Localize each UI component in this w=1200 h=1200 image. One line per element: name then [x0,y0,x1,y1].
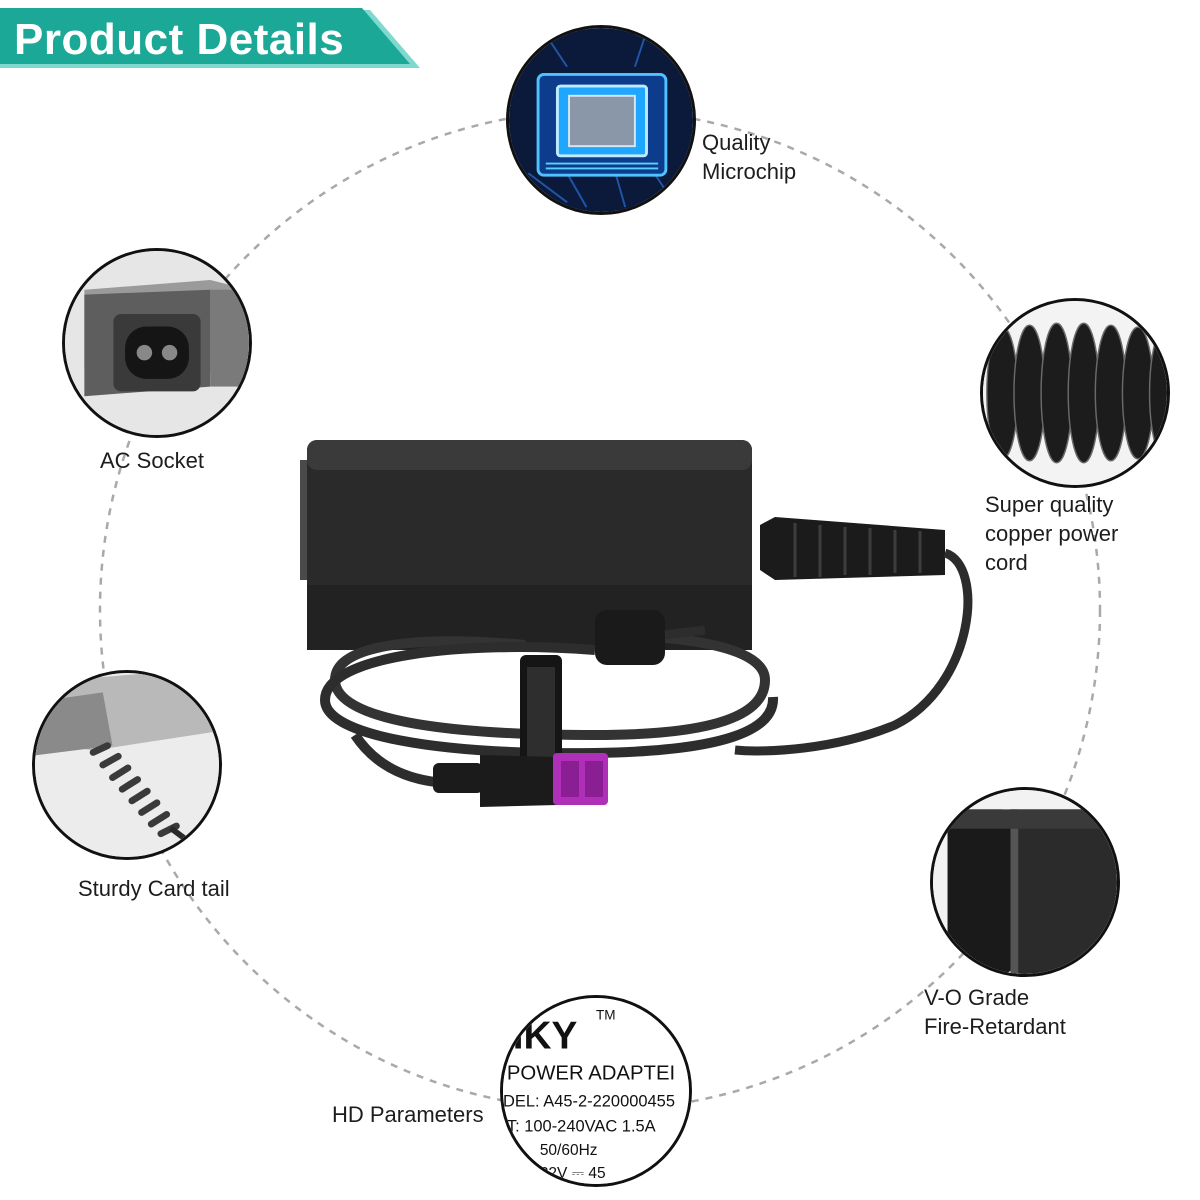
hd-line-2: DEL: A45-2-220000455 [503,1093,675,1111]
copper-cord-label-line-1: Super quality [985,492,1114,517]
microchip-circle [506,25,696,215]
hd-line-1: POWER ADAPTEI [507,1062,675,1084]
hd-line-3: T: 100-240VAC 1.5A [507,1118,656,1136]
microchip-label-line-2: Microchip [702,159,797,184]
hd-parameters-circle: IKY TM POWER ADAPTEI DEL: A45-2-22000045… [500,995,692,1187]
copper-cord-label: Super quality copper power cord [985,490,1118,577]
chip-icon [509,28,693,212]
cord-tail-label-line-1: Sturdy Card tail [78,876,230,901]
label-closeup-icon: IKY TM POWER ADAPTEI DEL: A45-2-22000045… [503,998,689,1184]
cord-tail-circle [32,670,222,860]
cord-tail-label: Sturdy Card tail [78,874,230,903]
hd-parameters-label: HD Parameters [332,1100,484,1129]
banner-shape [0,8,420,68]
microchip-label-line-1: Quality [702,130,771,155]
cable-tail-icon [35,673,219,857]
casing-corner-icon [933,790,1117,974]
coil-icon [983,301,1167,485]
fire-retardant-label-line-1: V-O Grade [924,985,1030,1010]
ac-socket-label: AC Socket [100,446,204,475]
product-details-banner: Product Details [0,8,420,70]
ac-socket-label-line-1: AC Socket [100,448,204,473]
copper-cord-circle [980,298,1170,488]
banner-title: Product Details [14,15,345,64]
fire-retardant-label: V-O Grade Fire-Retardant [924,983,1066,1041]
power-adapter-image [300,440,973,807]
fire-retardant-label-line-2: Fire-Retardant [924,1014,1066,1039]
hd-parameters-label-line-1: HD Parameters [332,1102,484,1127]
fire-retardant-circle [930,787,1120,977]
microchip-label: Quality Microchip [702,128,796,186]
copper-cord-label-line-3: cord [985,550,1028,575]
copper-cord-label-line-2: copper power [985,521,1119,546]
socket-icon [65,251,249,435]
hd-tm: TM [596,1007,616,1022]
hd-line-4: 50/60Hz [540,1142,598,1159]
ac-socket-circle [62,248,252,438]
